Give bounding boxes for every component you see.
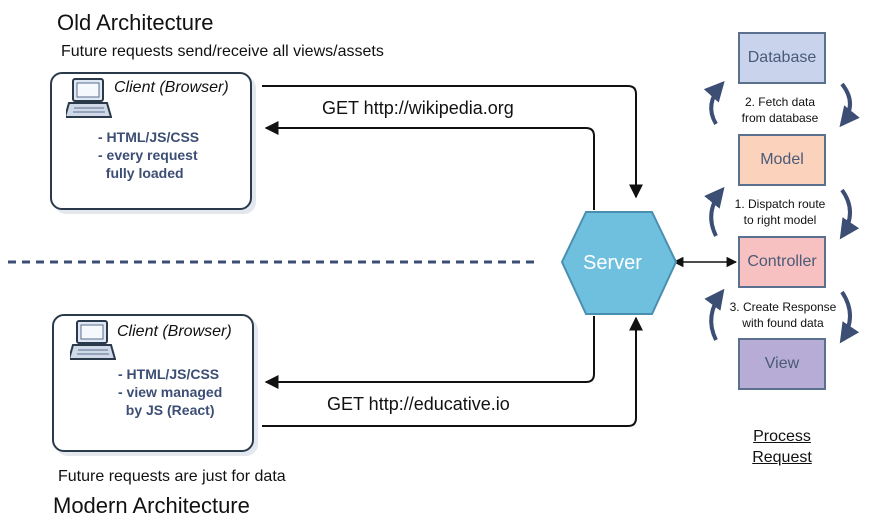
create-response-step: 3. Create Response with found data xyxy=(729,300,837,330)
server-node xyxy=(560,211,678,315)
fetch-data-step: 2. Fetch data from database xyxy=(741,95,819,125)
old-request-arrow xyxy=(262,85,643,199)
old-client-details: - HTML/JS/CSS - every request fully load… xyxy=(98,128,199,182)
cycle-arrow-icon xyxy=(704,288,725,341)
laptop-icon xyxy=(70,320,116,360)
server-label: Server xyxy=(583,252,642,274)
database-box: Database xyxy=(738,32,826,84)
cycle-arrow-icon xyxy=(704,186,725,237)
controller-box: Controller xyxy=(738,236,826,288)
old-client-title: Client (Browser) xyxy=(114,79,229,96)
old-client-line: fully loaded xyxy=(98,165,184,181)
modern-client-title: Client (Browser) xyxy=(117,323,232,340)
old-client-line: - HTML/JS/CSS xyxy=(98,129,200,145)
modern-architecture-subtitle: Future requests are just for data xyxy=(58,468,286,485)
model-box: Model xyxy=(738,134,826,186)
old-response-arrow xyxy=(264,121,595,210)
old-request-label: GET http://wikipedia.org xyxy=(322,98,514,118)
modern-architecture-title: Modern Architecture xyxy=(53,493,250,518)
modern-request-arrow xyxy=(262,316,643,427)
old-client-line: - every request xyxy=(98,147,198,163)
modern-response-arrow xyxy=(264,316,595,389)
old-architecture-subtitle: Future requests send/receive all views/a… xyxy=(61,43,384,60)
dispatch-route-step: 1. Dispatch route to right model xyxy=(734,197,826,227)
cycle-arrow-icon xyxy=(839,188,860,240)
modern-request-label: GET http://educative.io xyxy=(327,394,510,414)
cycle-arrow-icon xyxy=(839,290,860,344)
process-request-label: Process Request xyxy=(752,428,812,466)
modern-client-line: by JS (React) xyxy=(118,402,215,418)
view-box: View xyxy=(738,338,826,390)
modern-client-line: - view managed xyxy=(118,384,223,400)
cycle-arrow-icon xyxy=(839,82,860,128)
modern-client-line: - HTML/JS/CSS xyxy=(118,366,220,382)
cycle-arrow-icon xyxy=(703,81,725,126)
laptop-icon xyxy=(66,78,112,118)
modern-client-details: - HTML/JS/CSS - view managed by JS (Reac… xyxy=(118,365,222,419)
old-architecture-title: Old Architecture xyxy=(57,10,214,35)
